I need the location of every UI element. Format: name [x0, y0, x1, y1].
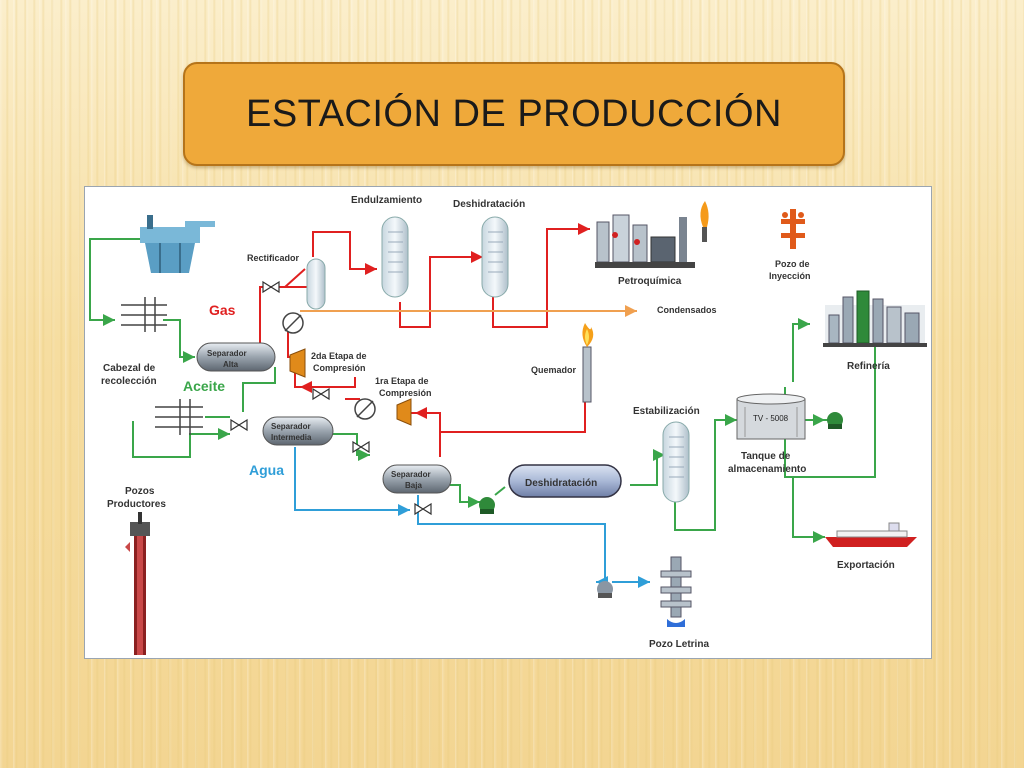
deshidratacion-crudo-vessel — [508, 464, 622, 498]
export-ship-icon — [825, 522, 917, 547]
valve-icon — [414, 502, 432, 516]
label-aceite: Aceite — [183, 378, 225, 394]
label-exportacion: Exportación — [837, 560, 895, 571]
diagram-canvas: Endulzamiento Deshidratación Rectificado… — [89, 195, 927, 655]
valve-icon — [230, 418, 248, 432]
label-separador-alta-1: Separador — [207, 349, 247, 358]
valve-icon — [352, 440, 370, 454]
label-quemador: Quemador — [531, 365, 577, 375]
production-well-icon — [125, 512, 150, 655]
pump-icon — [597, 581, 613, 598]
label-segunda-etapa-1: 2da Etapa de — [311, 351, 367, 361]
label-pozo-inyeccion-1: Pozo de — [775, 259, 810, 269]
label-pozos-1: Pozos — [125, 486, 155, 497]
label-pozos-2: Productores — [107, 499, 166, 510]
estabilizacion-column — [662, 421, 690, 503]
label-cabezal-1: Cabezal de — [103, 363, 156, 374]
label-primera-etapa-1: 1ra Etapa de — [375, 376, 429, 386]
pump-icon — [827, 412, 843, 429]
deshidratacion-gas-column — [481, 216, 509, 298]
label-endulzamiento: Endulzamiento — [351, 195, 422, 206]
label-separador-int-2: Intermedia — [271, 433, 312, 442]
valve-icon — [312, 387, 330, 401]
cooler-icon — [282, 312, 304, 334]
label-separador-alta-2: Alta — [223, 360, 239, 369]
label-separador-baja-1: Separador — [391, 470, 431, 479]
compressor-icon — [396, 398, 412, 426]
label-pozo-letrina: Pozo Letrina — [649, 639, 709, 650]
label-rectificador: Rectificador — [247, 253, 300, 263]
manifold-icon — [155, 399, 203, 435]
compressor-icon — [289, 348, 306, 378]
label-primera-etapa-2: Compresión — [379, 388, 432, 398]
cooler-icon — [354, 398, 376, 420]
offshore-platform-icon — [140, 215, 215, 273]
label-pozo-inyeccion-2: Inyección — [769, 271, 811, 281]
pump-icon — [479, 497, 495, 514]
manifold-icon — [121, 297, 167, 332]
label-segunda-etapa-2: Compresión — [313, 363, 366, 373]
label-separador-int-1: Separador — [271, 422, 311, 431]
label-condensados: Condensados — [657, 305, 717, 315]
slide-title: ESTACIÓN DE PRODUCCIÓN — [245, 92, 782, 135]
label-tanque-tag: TV - 5008 — [753, 414, 789, 423]
valve-icon — [262, 280, 280, 294]
separador-intermedia-vessel — [262, 416, 334, 446]
label-agua: Agua — [249, 462, 284, 478]
label-cabezal-2: recolección — [101, 376, 157, 387]
label-separador-baja-2: Baja — [405, 481, 422, 490]
refinery-icon — [823, 290, 927, 347]
rectificador-vessel — [306, 258, 326, 310]
process-flow-diagram: Endulzamiento Deshidratación Rectificado… — [84, 186, 932, 659]
petrochemical-plant-icon — [595, 201, 709, 268]
label-gas: Gas — [209, 302, 236, 318]
label-tanque-1: Tanque de — [741, 451, 791, 462]
separador-alta-vessel — [196, 342, 276, 372]
injection-well-icon — [781, 209, 805, 249]
endulzamiento-column — [381, 216, 409, 298]
label-deshidratacion-gas: Deshidratación — [453, 199, 525, 210]
label-petroquimica: Petroquímica — [618, 276, 682, 287]
disposal-well-icon — [660, 556, 692, 627]
separador-baja-vessel — [382, 464, 452, 494]
label-tanque-2: almacenamiento — [728, 464, 806, 475]
label-refineria: Refinería — [847, 361, 890, 372]
title-banner: ESTACIÓN DE PRODUCCIÓN — [183, 62, 845, 166]
label-estabilizacion: Estabilización — [633, 406, 700, 417]
storage-tank-icon — [736, 393, 806, 440]
label-deshidratacion-crudo: Deshidratación — [525, 478, 597, 489]
flare-icon — [582, 323, 594, 403]
